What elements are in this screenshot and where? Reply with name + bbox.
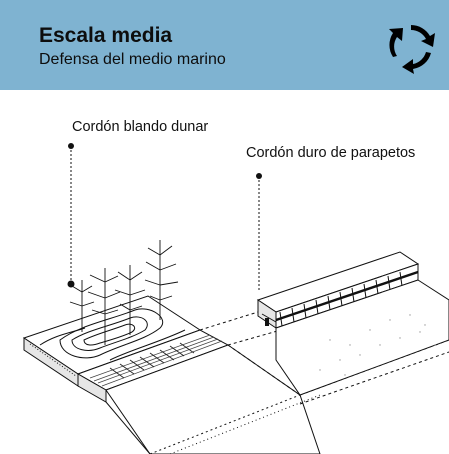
- dune-trees: [69, 240, 179, 345]
- page-subtitle: Defensa del medio marino: [39, 51, 226, 68]
- axonometric-illustration: [22, 143, 449, 454]
- parapet-block: [256, 251, 420, 329]
- label-soft-dune-cordon: Cordón blando dunar: [72, 119, 209, 135]
- leader-soft-cordon: [67, 143, 75, 288]
- leader-hard-cordon: [256, 173, 262, 290]
- dune-block: [22, 295, 202, 387]
- promenade-strip: [76, 329, 230, 403]
- paved-area: [275, 279, 449, 396]
- cycle-arrows-icon: [389, 25, 435, 74]
- label-hard-parapet-cordon: Cordón duro de parapetos: [246, 145, 416, 161]
- header-banner: Escala media Defensa del medio marino: [0, 0, 449, 90]
- beach-slope: [105, 344, 321, 454]
- page-title: Escala media: [39, 24, 173, 47]
